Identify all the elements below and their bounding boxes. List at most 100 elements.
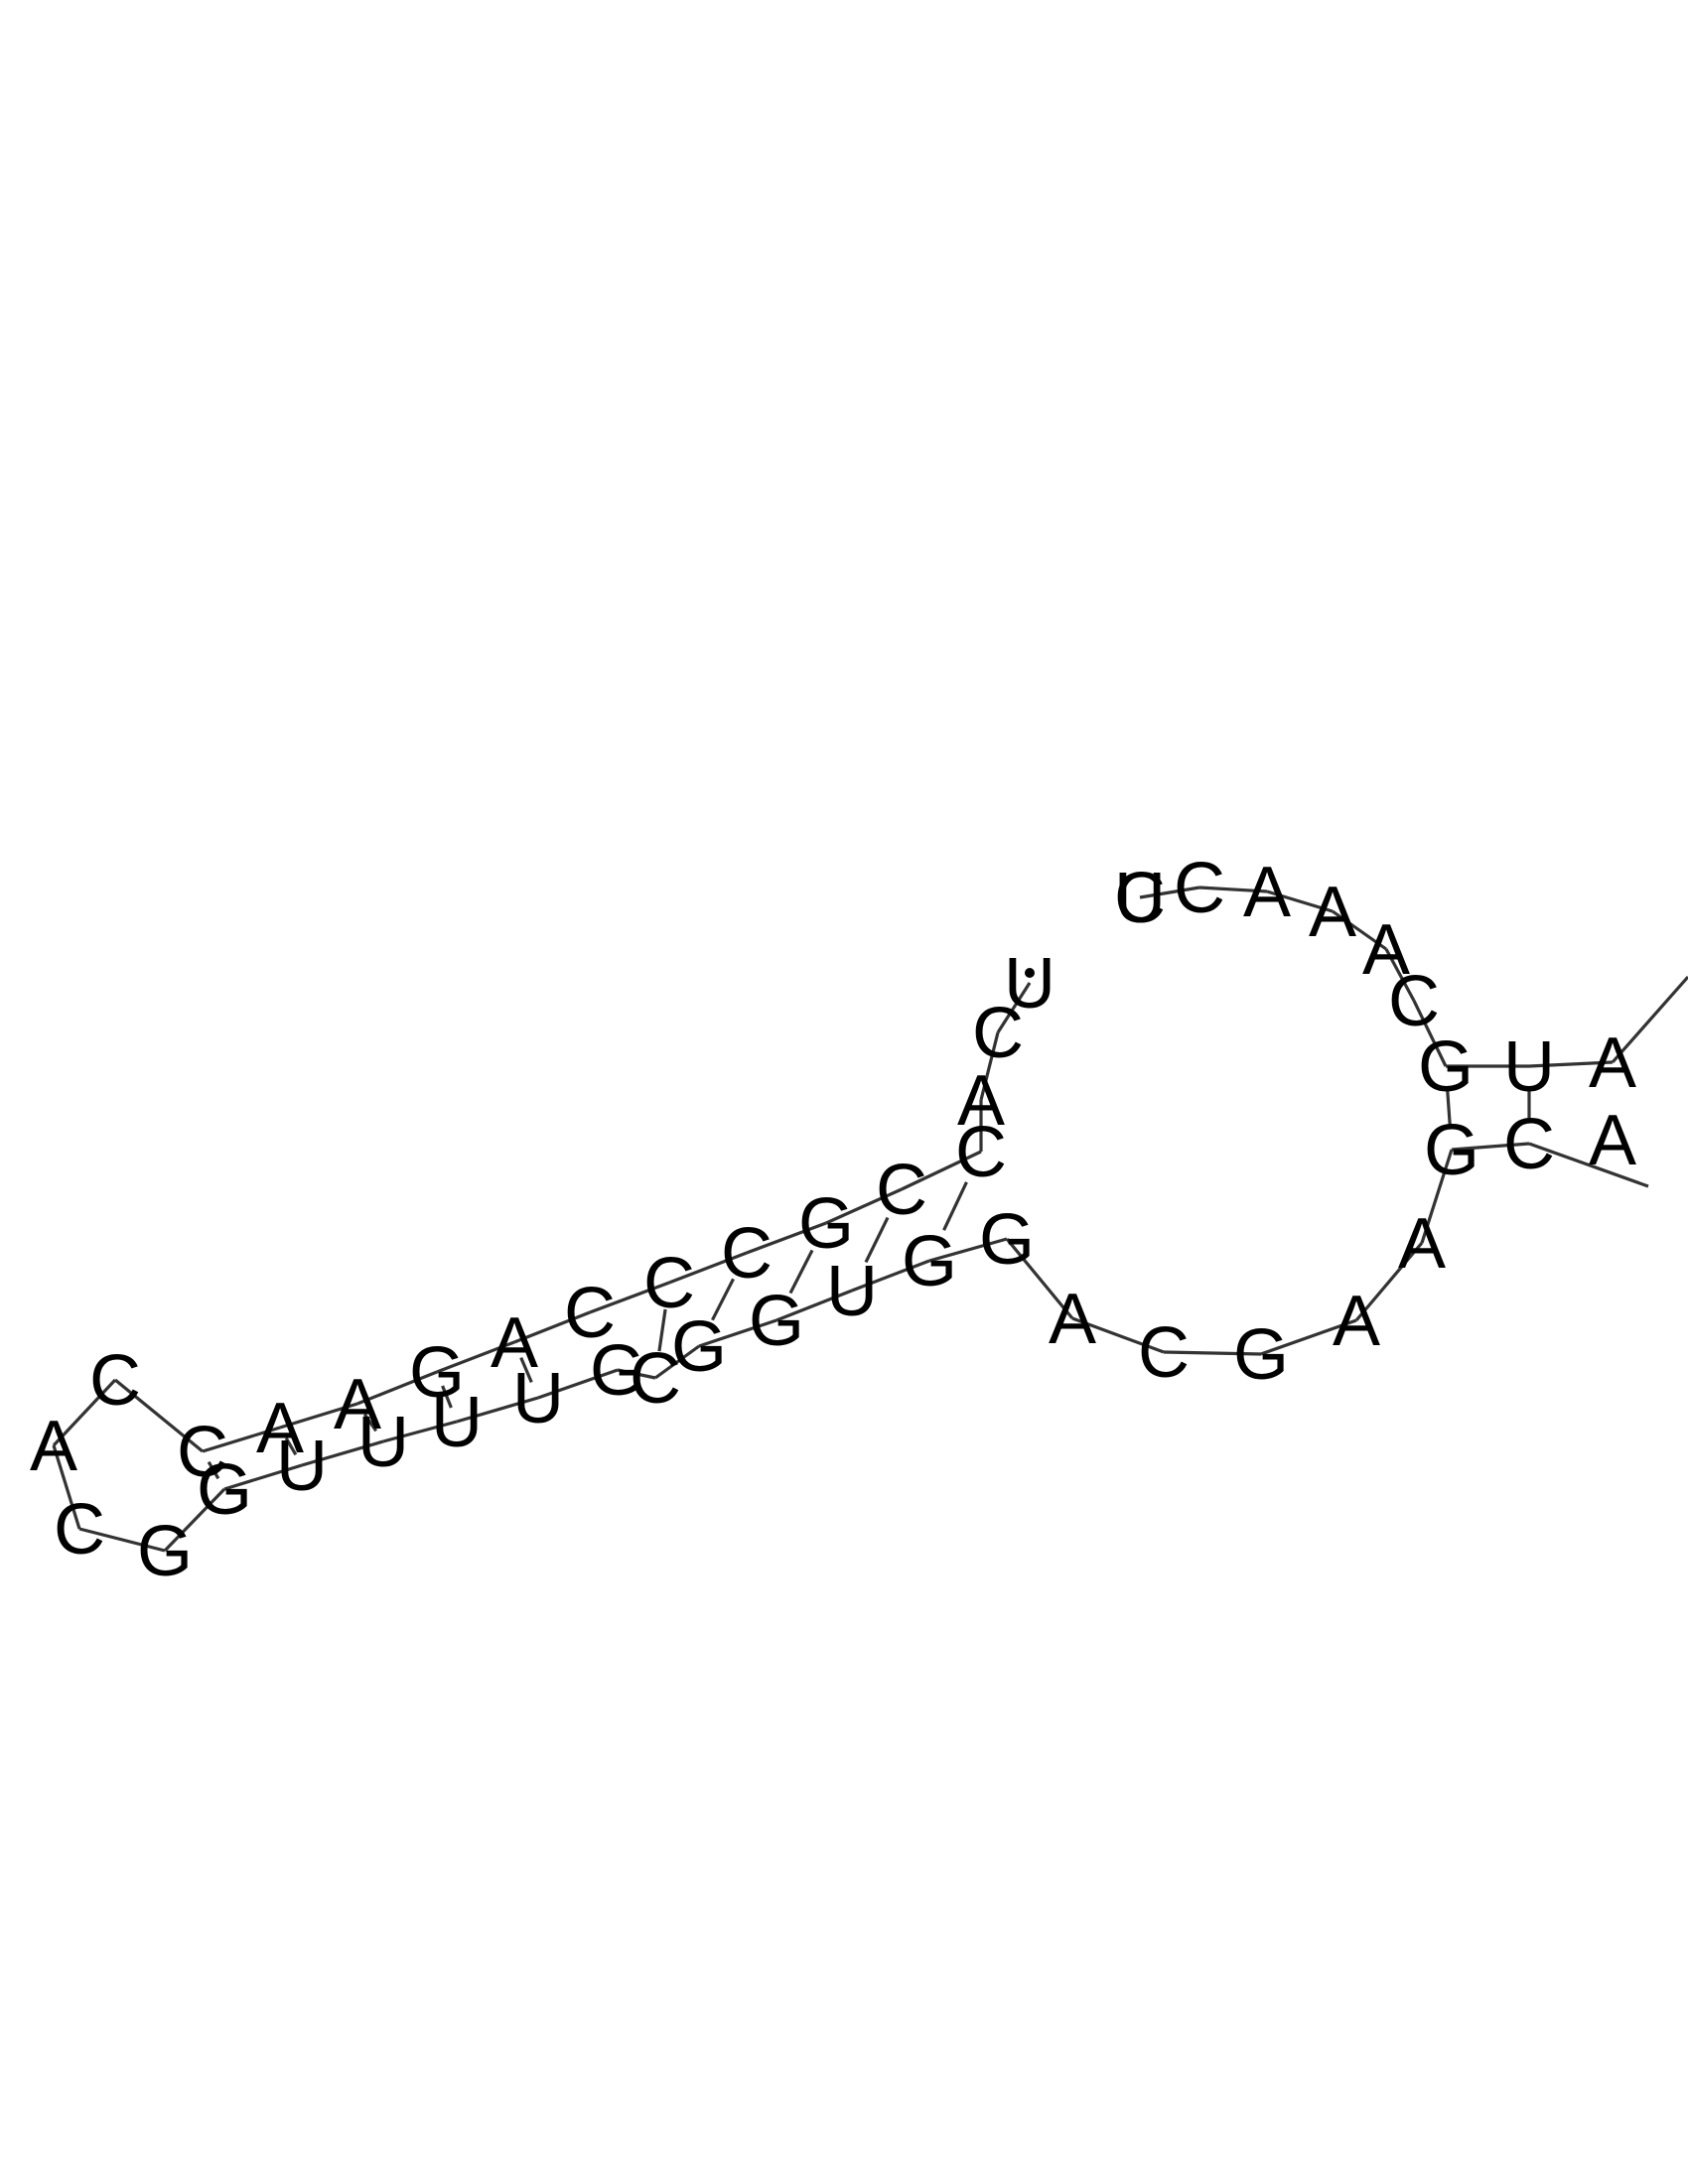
backbone-segment [456,1396,539,1424]
backbone-segment [356,1370,438,1406]
backbone-segment [979,1031,1000,1101]
base-pair-bond [362,1413,378,1433]
nucleotide-c: C [876,1151,927,1230]
nucleotide-a: A [1362,910,1410,990]
backbone-segment [113,1378,205,1453]
backbone-segment [1528,1142,1649,1188]
backbone-segment [668,1251,748,1285]
backbone-segment [589,1281,670,1314]
backbone-segment [1384,948,1416,1002]
nucleotide-u: U [431,1383,483,1462]
nucleotide-c: C [54,1490,105,1570]
nucleotide-u: U [276,1427,328,1506]
nucleotide-g: G [749,1282,804,1361]
backbone-segment [928,1237,1008,1263]
base-pair-bond [942,1181,968,1231]
backbone-segment [382,1420,458,1443]
nucleotide-g: G [1418,1027,1474,1107]
nucleotide-g: G [409,1333,465,1413]
backbone-segment [825,1187,903,1225]
backbone-segment [301,1439,384,1467]
nucleotide-u: U [1503,1027,1555,1107]
base-pair-bond [284,1436,298,1456]
nucleotide-a: A [1589,1101,1636,1180]
backbone-segment [851,1259,930,1293]
nucleotide-c: C [972,994,1024,1073]
nucleotide-g: G [979,1200,1035,1280]
backbone-segment [1163,1350,1262,1356]
backbone-segment [1198,886,1268,893]
backbone-segment [202,1426,281,1453]
nucleotide-a: A [334,1365,381,1444]
backbone-segment [1005,1237,1074,1320]
nucleotide-c: C [177,1413,228,1492]
base-pair-bond [657,1308,667,1352]
base-pair-bonds [207,1087,1531,1480]
base-pair-bond [207,1460,220,1480]
nucleotide-a: A [1309,873,1356,952]
backbone-segment [436,1340,515,1374]
backbone-segment [1260,1318,1357,1356]
nucleotide-a: A [1049,1280,1096,1359]
backbone-segment [1139,886,1200,899]
nucleotide-c: C [564,1274,616,1353]
backbone-segment [1071,1316,1165,1354]
nucleotide-g: G [902,1222,957,1301]
nucleotide-a: A [1398,1204,1446,1284]
nucleotide-u: U [1114,859,1166,938]
backbone-segment [901,1150,982,1191]
nucleotide-g: G [798,1184,854,1264]
backbone-segment [537,1368,619,1400]
nucleotide-u: U [357,1403,409,1482]
backbone-segment [996,982,1032,1033]
backbone-segment [1412,1000,1448,1067]
base-pair-bond [788,1249,814,1295]
backbone-segment [1266,889,1334,913]
nucleotide-c: C [1138,1313,1190,1393]
nucleotide-c: C [1503,1105,1555,1184]
backbone-segment [775,1289,853,1322]
base-pair-bond [519,1357,533,1383]
backbone-segment [163,1487,226,1553]
backbone-segment [78,1527,166,1553]
backbone-segment [617,1368,656,1380]
backbone-segment [1611,975,1688,1064]
nucleotide-c: C [1114,859,1166,938]
nucleotide-g: G [590,1331,645,1411]
nucleotide-g: G [1424,1111,1479,1190]
backbone-segment [746,1221,827,1255]
nucleotide-c: C [721,1214,773,1294]
nucleotide-a: A [1589,1024,1636,1103]
backbone-segment [279,1402,358,1430]
backbone-segment [52,1444,81,1530]
nucleotide-a: A [957,1061,1005,1141]
nucleotide-g: G [137,1512,193,1591]
nucleotide-a: A [256,1389,304,1468]
nucleotide-c: C [643,1244,695,1323]
backbone-segment [1420,1149,1454,1244]
base-pair-bond [711,1278,735,1321]
base-pair-bond [441,1385,453,1409]
nucleotide-c: C [1388,962,1440,1041]
backbone-segment [513,1310,591,1344]
backbone-path [52,886,1688,1553]
nucleotide-a: A [1333,1282,1380,1361]
backbone-segment [654,1344,700,1380]
backbone-segment [1451,1142,1530,1152]
backbone-segment [1354,1241,1424,1322]
nucleotide-c: C [955,1113,1007,1192]
nucleotide-a: A [30,1407,77,1486]
nucleotide-g: G [671,1307,727,1387]
backbone-segment [52,1378,117,1447]
nucleotide-c: C [1174,849,1225,928]
nucleotide-a: A [1243,853,1291,932]
backbone-segment [1528,1060,1614,1068]
nucleotide-u: U [826,1252,878,1331]
backbone-segment [698,1318,777,1348]
nucleotide-g: G [197,1450,252,1530]
backbone-segment [223,1463,303,1491]
nucleotide-a: A [491,1303,538,1383]
base-pair-bond [1446,1089,1452,1127]
